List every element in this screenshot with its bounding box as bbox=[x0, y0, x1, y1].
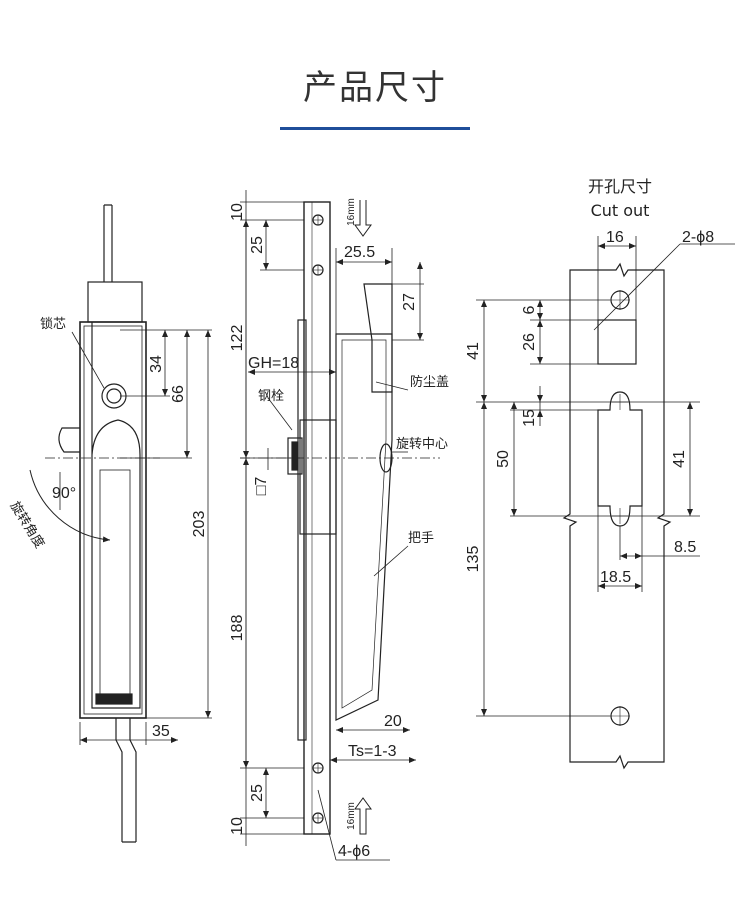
dim-50: 50 bbox=[495, 450, 512, 468]
dim-6: 6 bbox=[521, 305, 538, 314]
lock-body bbox=[79, 321, 147, 719]
dim-16: 16 bbox=[606, 229, 624, 246]
dim-2-holes: 2-ϕ8 bbox=[682, 229, 714, 246]
dim-10-bottom: 10 bbox=[229, 817, 246, 835]
dim-27: 27 bbox=[401, 293, 418, 311]
side-handle bbox=[335, 333, 393, 721]
label-handle: 把手 bbox=[408, 531, 434, 546]
dim-ts: Ts=1-3 bbox=[348, 743, 397, 760]
dim-gh: GH=18 bbox=[248, 355, 299, 372]
dim-25-5: 25.5 bbox=[344, 244, 375, 261]
dim-8-5: 8.5 bbox=[674, 539, 696, 556]
side-dimensions bbox=[240, 190, 424, 861]
rotation-arc bbox=[29, 469, 111, 543]
dim-4-holes: 4-ϕ6 bbox=[338, 843, 370, 860]
square-cutout bbox=[597, 319, 637, 365]
arrow-16mm-top bbox=[354, 200, 372, 237]
page-title: 产品尺寸 bbox=[303, 68, 447, 108]
label-16mm-top: 16mm bbox=[346, 198, 357, 226]
mounting-plate bbox=[303, 201, 331, 835]
arrow-16mm-bottom bbox=[354, 797, 372, 835]
dust-cover bbox=[363, 283, 393, 393]
handle-bottom-grip bbox=[95, 693, 133, 705]
angle-90: 90° bbox=[52, 485, 76, 502]
side-view bbox=[240, 200, 440, 835]
dim-41-left: 41 bbox=[465, 342, 482, 360]
dim-18-5: 18.5 bbox=[600, 569, 631, 586]
title-underline bbox=[280, 127, 470, 130]
bottom-rod bbox=[115, 718, 137, 843]
cutout-plate bbox=[562, 262, 672, 770]
cutout-dimensions bbox=[476, 236, 735, 717]
panel bbox=[297, 319, 307, 741]
label-dust-cover: 防尘盖 bbox=[410, 374, 449, 390]
lever-bump bbox=[58, 427, 80, 453]
front-view bbox=[29, 204, 160, 843]
handle-outline bbox=[91, 322, 141, 709]
dim-203: 203 bbox=[191, 511, 208, 538]
front-dimensions bbox=[71, 329, 212, 745]
steel-bolt bbox=[287, 437, 303, 475]
top-rod bbox=[103, 204, 113, 282]
dim-20: 20 bbox=[384, 713, 402, 730]
dim-34: 34 bbox=[148, 355, 165, 373]
cutout-heading-en: Cut out bbox=[591, 201, 650, 220]
top-cap bbox=[87, 281, 143, 323]
dim-35: 35 bbox=[152, 723, 170, 740]
dim-square-7: □7 bbox=[253, 477, 270, 496]
dim-188: 188 bbox=[229, 615, 246, 642]
dim-135: 135 bbox=[465, 546, 482, 573]
dim-26: 26 bbox=[521, 333, 538, 351]
dim-122: 122 bbox=[229, 325, 246, 352]
dim-15: 15 bbox=[521, 409, 538, 427]
dim-10-top: 10 bbox=[229, 203, 246, 221]
dim-25-bottom: 25 bbox=[249, 784, 266, 802]
dim-41-right: 41 bbox=[671, 450, 688, 468]
dim-25-top: 25 bbox=[249, 236, 266, 254]
cutout-heading-cn: 开孔尺寸 bbox=[588, 177, 652, 196]
dim-66: 66 bbox=[170, 385, 187, 403]
label-rotation-center: 旋转中心 bbox=[396, 437, 448, 452]
lock-core-inner bbox=[106, 388, 122, 404]
label-lock-core: 锁芯 bbox=[40, 316, 66, 332]
label-16mm-bottom: 16mm bbox=[346, 802, 357, 830]
slot-cutout bbox=[597, 391, 643, 527]
label-rotation-angle: 旋转角度 bbox=[7, 499, 48, 552]
label-steel-bolt: 钢栓 bbox=[258, 389, 284, 404]
